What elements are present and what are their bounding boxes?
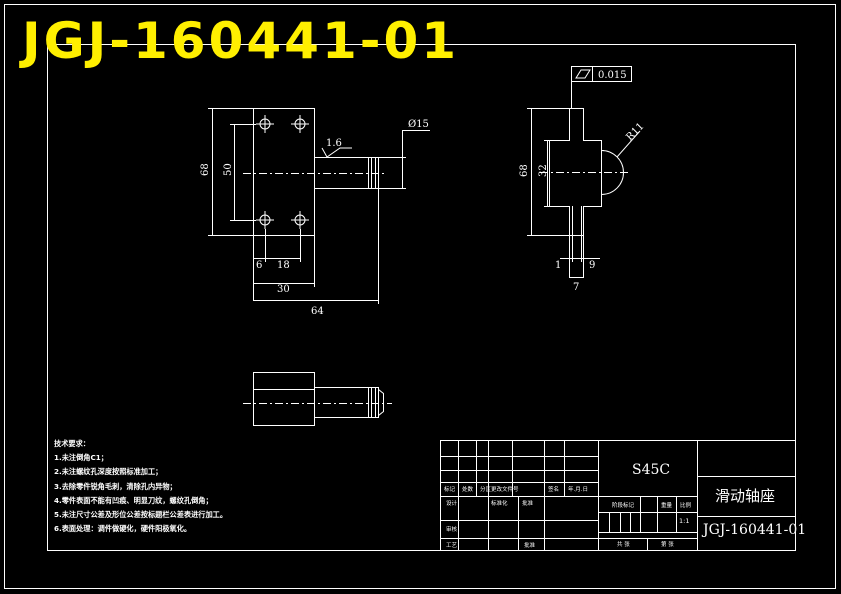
note-item-2: 2.未注螺纹孔深度按照标准加工； (54, 467, 163, 477)
note-item-4: 4.零件表面不能有凹痕、明显刀纹，螺纹孔倒角； (54, 495, 213, 505)
front-block (253, 108, 315, 236)
dim-front-hole-spacing-v: 50 (223, 163, 234, 176)
note-item-6: 6.表面处理：调件做硬化，硬件阳极氧化。 (54, 524, 192, 534)
outer-frame (4, 4, 836, 589)
top-shaft-groove (368, 387, 379, 418)
dim-flatness: 0.015 (598, 70, 627, 81)
front-hole-tr (291, 115, 309, 133)
tb-part-name: 滑动轴座 (715, 487, 776, 505)
tb-material: S45C (632, 462, 671, 478)
tb-label-count: 处数 (462, 487, 474, 493)
dim-shaft-diameter: Ø15 (408, 119, 429, 130)
tb-ratio: 比例 (680, 503, 692, 509)
top-shaft (314, 387, 369, 418)
dim-front-height: 68 (200, 163, 211, 176)
note-item-5: 5.未注尺寸公差及形位公差按标题栏公差表进行加工。 (54, 510, 228, 520)
roughness-symbol (321, 147, 352, 158)
tb-scale: 1:1 (679, 517, 690, 525)
front-view (208, 108, 430, 304)
front-hole-tl (256, 115, 274, 133)
front-hole-br (291, 211, 309, 229)
tb-label-date: 年.月.日 (568, 487, 588, 493)
tb-standardization: 标准化 (491, 501, 508, 507)
tb-label-change: 更改文件号 (491, 487, 519, 493)
technical-notes: 技术要求： 1.未注倒角C1； 2.未注螺纹孔深度按照标准加工； 3.去除零件锐… (54, 437, 227, 536)
dim-block-width: 30 (277, 284, 290, 295)
tb-drawing-number: JGJ-160441-01 (703, 522, 807, 538)
tb-weight: 重量 (661, 503, 673, 509)
dim-radius: R11 (624, 121, 646, 143)
dim-total-length: 64 (311, 306, 324, 317)
tb-label-zone: 分区 (480, 487, 492, 493)
dim-surface-roughness: 1.6 (326, 138, 342, 149)
tb-process: 工艺 (446, 543, 458, 549)
tb-label-sign: 签名 (548, 487, 560, 493)
tb-designer: 设计 (446, 501, 458, 507)
note-item-3: 3.去除零件锐角毛刺，清除孔内异物； (54, 481, 177, 491)
dim-right-step: 9 (589, 260, 595, 271)
tb-sheet-total: 共 张 (617, 542, 630, 548)
tb-approval-2: 批准 (524, 543, 536, 549)
side-view (527, 66, 641, 278)
notes-heading: 技术要求： (54, 439, 90, 448)
tb-label-mark: 标记 (444, 487, 456, 493)
title-block (440, 440, 796, 551)
tb-review: 审核 (446, 527, 458, 533)
dim-slot-height: 32 (538, 164, 549, 177)
tb-approval: 批准 (522, 501, 534, 507)
dim-edge-offset: 6 (256, 260, 262, 271)
dim-hole-spacing-h: 18 (277, 260, 290, 271)
note-item-1: 1.未注倒角C1； (54, 453, 108, 463)
top-block (253, 372, 315, 426)
dim-bottom-width: 7 (573, 282, 579, 293)
tb-sheet: 第 张 (661, 542, 674, 548)
tb-stage-mark: 阶段标记 (612, 503, 635, 509)
flatness-frame (571, 66, 632, 82)
dim-side-height: 68 (519, 164, 530, 177)
inner-frame (47, 44, 796, 551)
front-hole-bl (256, 211, 274, 229)
top-view (243, 372, 392, 426)
drawing-title: JGJ-160441-01 (22, 12, 460, 70)
dim-left-step: 1 (555, 260, 561, 271)
